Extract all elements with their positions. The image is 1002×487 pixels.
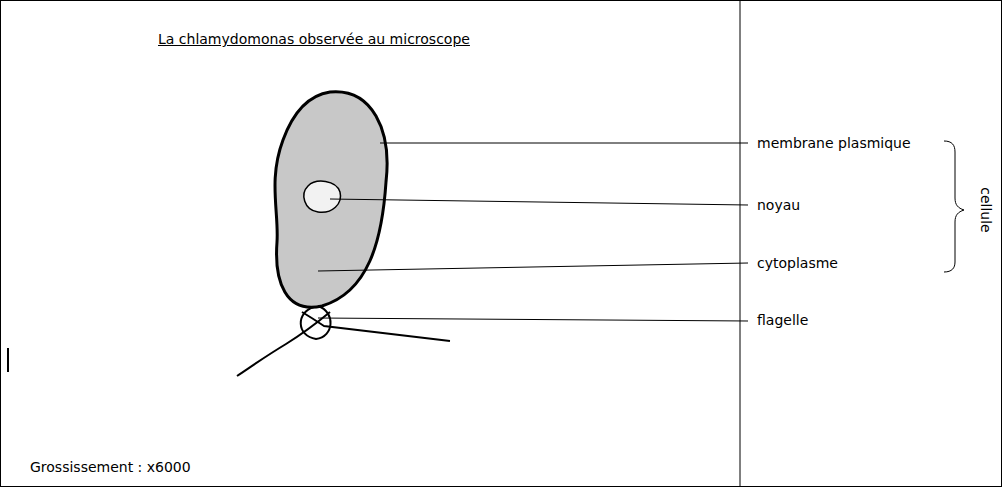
magnification-note: Grossissement : x6000 [30, 458, 191, 476]
leader-line [318, 263, 748, 271]
part-label: flagelle [757, 311, 808, 329]
nucleus [304, 181, 341, 212]
leader-line [330, 199, 748, 205]
part-label: noyau [757, 196, 800, 214]
flagellum [302, 312, 450, 341]
divider [740, 0, 741, 487]
margin-mark [7, 348, 9, 372]
group-label: cellule [977, 187, 995, 232]
diagram-title: La chlamydomonas observée au microscope [158, 30, 470, 48]
part-label: membrane plasmique [757, 134, 911, 152]
leader-line [380, 143, 748, 144]
brace [944, 141, 964, 272]
leader-line [318, 318, 748, 321]
part-label: cytoplasme [757, 254, 838, 272]
